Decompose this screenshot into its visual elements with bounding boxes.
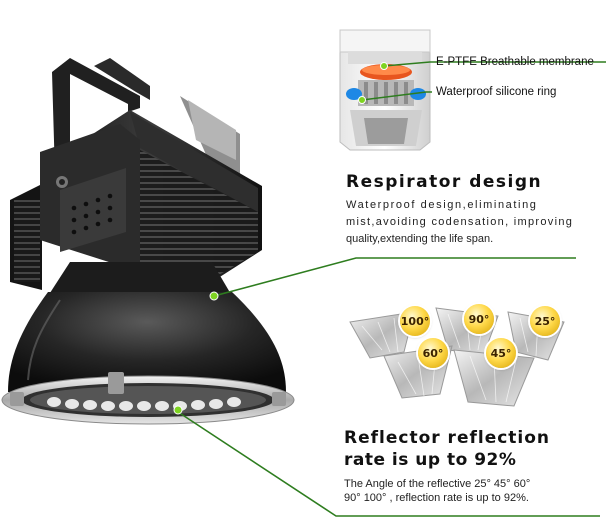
respirator-line-1: Waterproof design,eliminating xyxy=(346,199,538,211)
angle-badge-45: 45° xyxy=(486,338,516,368)
angle-badge-90: 90° xyxy=(464,304,494,334)
respirator-leader-line xyxy=(213,257,576,297)
breathable-vent-detail xyxy=(339,29,431,151)
reflector-line-1: The Angle of the reflective 25° 45° 60° xyxy=(344,478,531,490)
respirator-line-3: quality,extending the life span. xyxy=(346,233,494,245)
angle-badge-25: 25° xyxy=(530,306,560,336)
reflector-line-2: 90° 100° , reflection rate is up to 92%. xyxy=(344,492,529,504)
angle-badge-60: 60° xyxy=(418,338,448,368)
high-bay-lamp xyxy=(1,58,295,425)
angle-badge-100: 100° xyxy=(400,306,430,336)
reflector-title-line-2: rate is up to 92% xyxy=(344,450,517,470)
membrane-leader-line xyxy=(383,61,606,67)
leader-dots xyxy=(173,62,388,415)
respirator-line-2: mist,avoiding codensation, improving xyxy=(346,216,574,228)
membrane-callout-label: E-PTFE Breathable membrane xyxy=(436,56,594,68)
leader-lines xyxy=(177,61,606,517)
ring-leader-line xyxy=(361,91,432,101)
reflector-title-line-1: Reflector reflection xyxy=(344,428,551,448)
respirator-title: Respirator design xyxy=(346,172,543,192)
reflector-leader-line xyxy=(177,411,600,517)
ring-callout-label: Waterproof silicone ring xyxy=(436,86,557,98)
